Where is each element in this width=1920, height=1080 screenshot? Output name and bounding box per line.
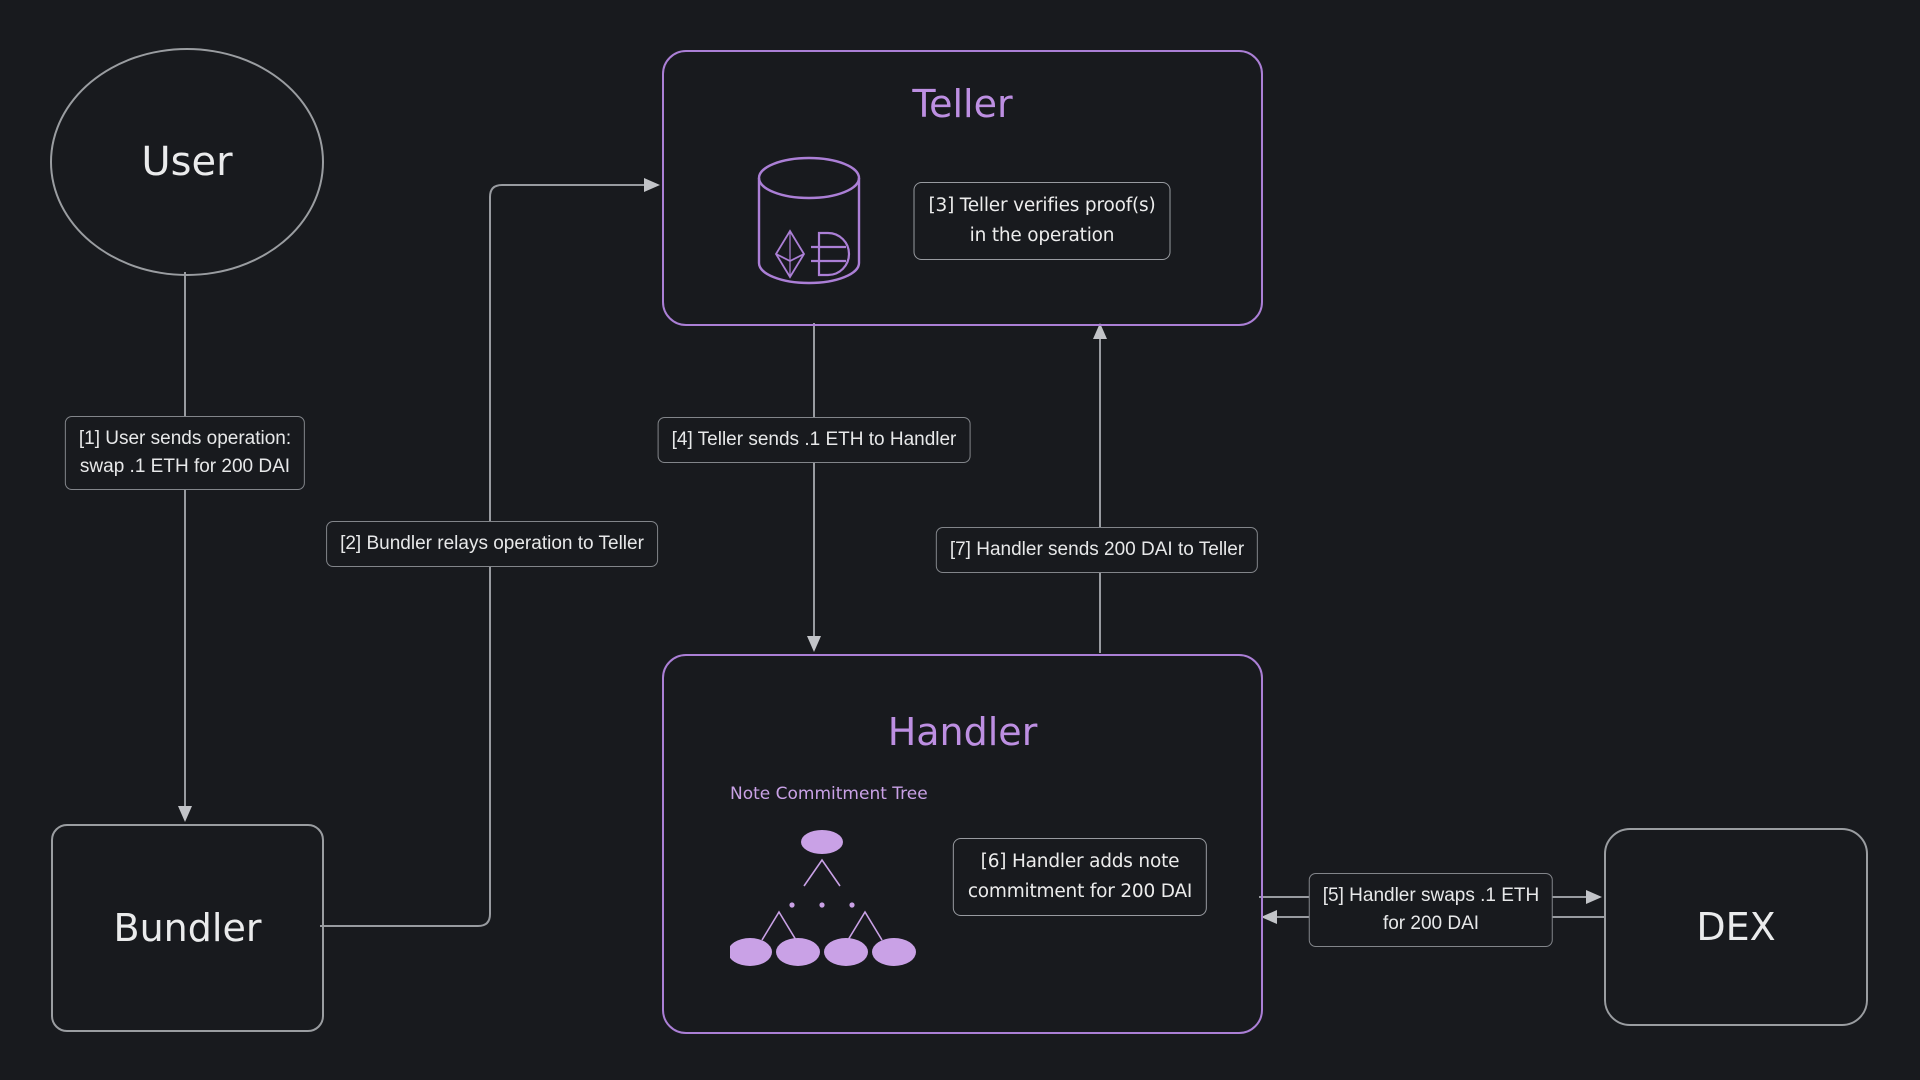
node-user: User xyxy=(50,48,324,276)
edge-label-step1: [1] User sends operation: swap .1 ETH fo… xyxy=(64,416,306,490)
edge-label-step2: [2] Bundler relays operation to Teller xyxy=(326,521,658,567)
dex-label: DEX xyxy=(1696,905,1776,949)
edge-label-step4: [4] Teller sends .1 ETH to Handler xyxy=(657,417,971,463)
step4-text: [4] Teller sends .1 ETH to Handler xyxy=(671,429,957,450)
subgraph-handler: Handler Note Commitment Tree [6] Handler… xyxy=(662,654,1263,1034)
annotation-step3: [3] Teller verifies proof(s) in the oper… xyxy=(913,182,1171,260)
step6-line1: [6] Handler adds note xyxy=(980,851,1180,872)
step2-text: [2] Bundler relays operation to Teller xyxy=(340,533,644,554)
edge-label-step7: [7] Handler sends 200 DAI to Teller xyxy=(935,527,1259,573)
bundler-label: Bundler xyxy=(113,906,262,950)
step1-line2: swap .1 ETH for 200 DAI xyxy=(79,456,291,477)
note-commitment-tree-caption: Note Commitment Tree xyxy=(730,784,928,804)
handler-title: Handler xyxy=(887,710,1038,754)
step3-line2: in the operation xyxy=(969,225,1115,246)
step3-line1: [3] Teller verifies proof(s) xyxy=(928,195,1156,216)
teller-title: Teller xyxy=(912,82,1013,126)
eth-dai-database-icon xyxy=(757,156,861,285)
node-bundler: Bundler xyxy=(51,824,324,1032)
user-label: User xyxy=(141,139,233,185)
subgraph-teller: Teller [3] Teller verifies proof(s) in t… xyxy=(662,50,1263,326)
node-dex: DEX xyxy=(1604,828,1868,1026)
annotation-step6: [6] Handler adds note commitment for 200… xyxy=(952,838,1208,916)
note-commitment-tree-icon xyxy=(730,830,916,966)
step1-line1: [1] User sends operation: xyxy=(78,428,292,449)
step7-text: [7] Handler sends 200 DAI to Teller xyxy=(949,539,1245,560)
step5-line2: for 200 DAI xyxy=(1382,913,1480,934)
edge-label-step5: [5] Handler swaps .1 ETH for 200 DAI xyxy=(1308,873,1554,947)
step6-line2: commitment for 200 DAI xyxy=(967,881,1193,902)
step5-line1: [5] Handler swaps .1 ETH xyxy=(1322,885,1540,906)
